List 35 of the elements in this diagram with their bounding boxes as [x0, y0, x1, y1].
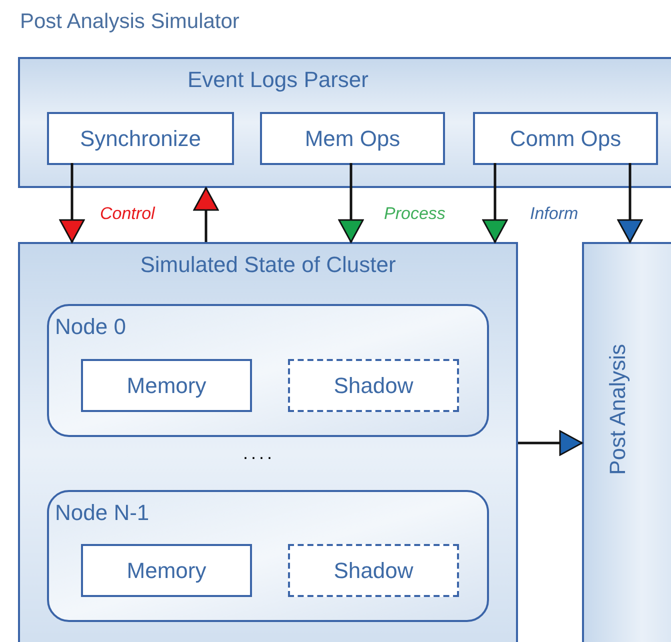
flow-label: Control [100, 203, 155, 225]
process-box [260, 112, 445, 165]
node-label: Shadow [334, 557, 414, 585]
diagram-title: Post Analysis Simulator [20, 9, 240, 35]
node-label: Node N-1 [55, 500, 150, 525]
ellipsis: .... [243, 442, 276, 465]
container-panel [18, 57, 671, 188]
arrow [193, 187, 219, 242]
node-label: Shadow [334, 372, 414, 400]
node-label: Mem Ops [304, 125, 400, 153]
node-label: Post Analysis [604, 344, 631, 475]
node-label: Synchronize [80, 125, 202, 153]
flow-label: Inform [530, 203, 578, 225]
process-box [47, 112, 234, 165]
process-box [81, 359, 252, 412]
arrow [59, 163, 85, 243]
node-label: Comm Ops [510, 125, 622, 153]
node-label: Memory [126, 557, 206, 585]
node-label: Event Logs Parser [188, 66, 368, 94]
process-box [473, 112, 658, 165]
flow-label: Process [384, 203, 446, 225]
arrow [617, 163, 643, 243]
arrow [518, 430, 583, 456]
vertical-panel [582, 242, 671, 642]
dashed-box [288, 544, 459, 597]
arrow [338, 163, 364, 243]
rounded-group [47, 304, 489, 437]
arrow [482, 163, 508, 243]
process-box [81, 544, 252, 597]
container-panel [18, 242, 518, 642]
node-label: Simulated State of Cluster [140, 251, 396, 279]
node-label: Memory [126, 372, 206, 400]
rounded-group [47, 490, 489, 622]
dashed-box [288, 359, 459, 412]
node-label: Node 0 [55, 314, 126, 339]
